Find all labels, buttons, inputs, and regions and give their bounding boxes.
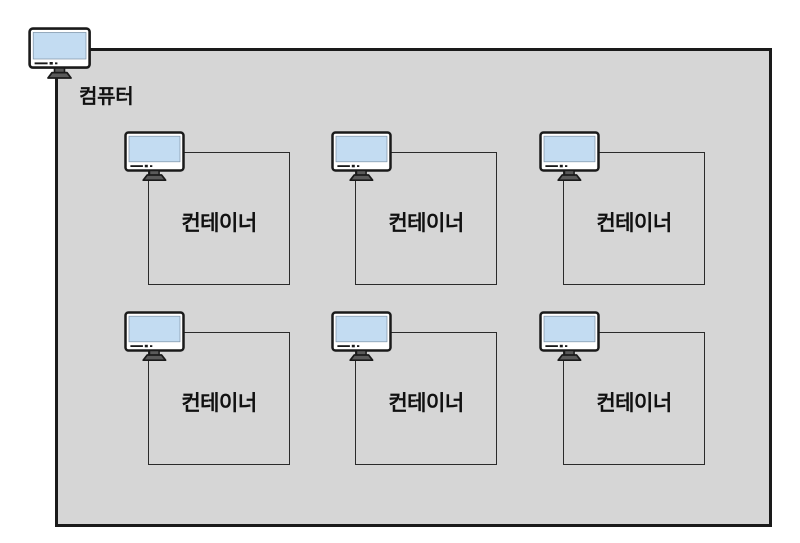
container-box xyxy=(355,332,497,465)
container-label: 컨테이너 xyxy=(596,391,672,415)
container-label: 컨테이너 xyxy=(181,391,257,415)
container-box xyxy=(563,152,705,285)
container-box xyxy=(148,152,290,285)
container-monitor-icon xyxy=(124,311,190,363)
container-label: 컨테이너 xyxy=(388,211,464,235)
container-label: 컨테이너 xyxy=(388,391,464,415)
container-box xyxy=(563,332,705,465)
computer-label: 컴퓨터 xyxy=(79,84,134,108)
container-monitor-icon xyxy=(331,311,397,363)
container-label: 컨테이너 xyxy=(596,211,672,235)
container-monitor-icon xyxy=(124,131,190,183)
container-box xyxy=(148,332,290,465)
container-monitor-icon xyxy=(331,131,397,183)
container-box xyxy=(355,152,497,285)
container-monitor-icon xyxy=(539,311,605,363)
container-label: 컨테이너 xyxy=(181,211,257,235)
container-monitor-icon xyxy=(539,131,605,183)
computer-monitor-icon xyxy=(28,27,96,81)
computer-box xyxy=(55,48,772,527)
